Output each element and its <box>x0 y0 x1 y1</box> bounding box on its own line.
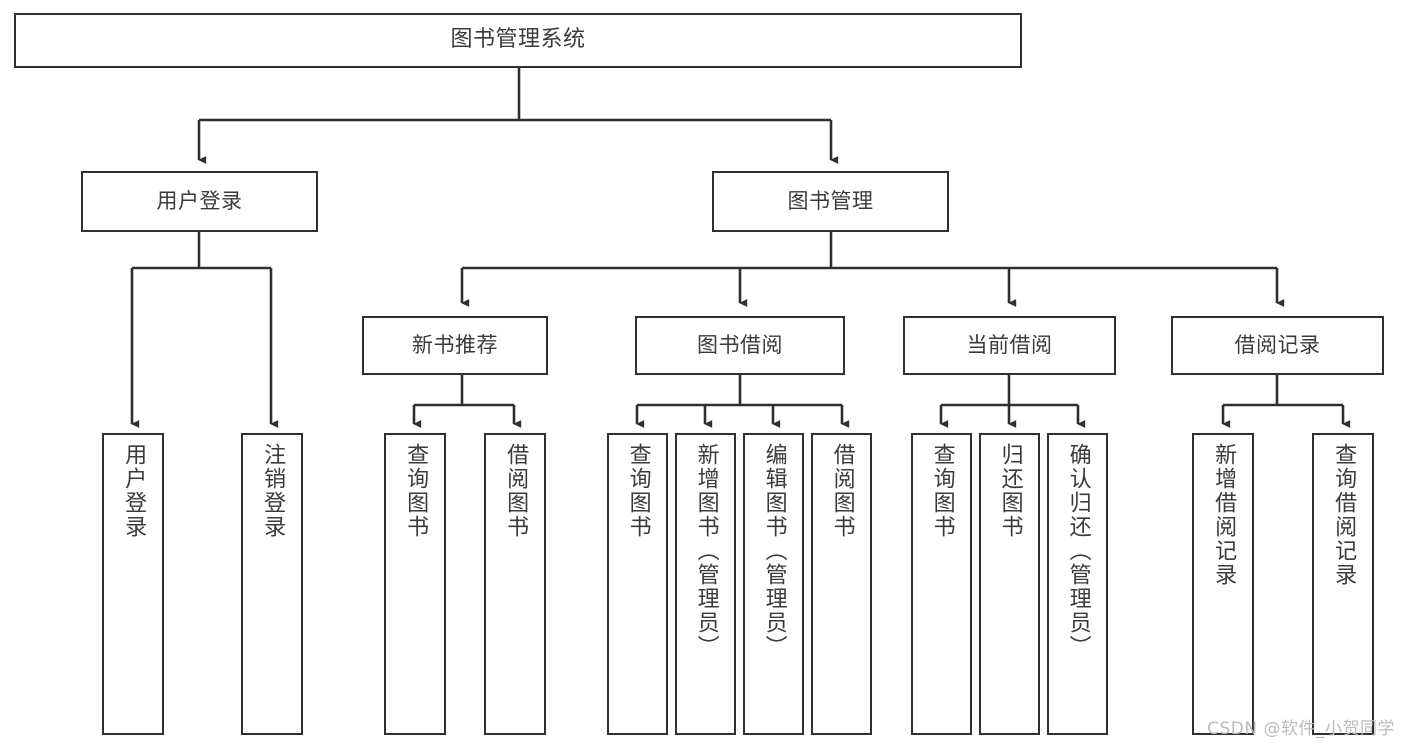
leaf-newbook-query-book[interactable]: 查询图书 <box>384 433 446 735</box>
node-root-label: 图书管理系统 <box>450 27 586 53</box>
node-book-borrow[interactable]: 图书借阅 <box>635 316 845 375</box>
leaf-borrow-edit-book-admin[interactable]: 编辑图书（管理员） <box>743 433 804 735</box>
leaf-current-confirm-return-admin-label: 确认归还（管理员） <box>1065 443 1091 659</box>
leaf-borrow-query-book[interactable]: 查询图书 <box>607 433 668 735</box>
node-root-system[interactable]: 图书管理系统 <box>14 13 1022 68</box>
leaf-borrow-edit-book-admin-label: 编辑图书（管理员） <box>761 443 787 659</box>
node-current-borrow-label: 当前借阅 <box>966 332 1053 357</box>
node-user-login-label: 用户登录 <box>156 188 243 213</box>
leaf-newbook-borrow-book[interactable]: 借阅图书 <box>484 433 546 735</box>
leaf-current-confirm-return-admin[interactable]: 确认归还（管理员） <box>1047 433 1108 735</box>
leaf-newbook-query-book-label: 查询图书 <box>403 443 429 539</box>
leaf-current-return-book-label: 归还图书 <box>997 443 1023 539</box>
leaf-borrow-borrow-book[interactable]: 借阅图书 <box>811 433 872 735</box>
node-current-borrow[interactable]: 当前借阅 <box>903 316 1116 375</box>
leaf-borrow-add-book-admin[interactable]: 新增图书（管理员） <box>675 433 736 735</box>
leaf-borrow-query-book-label: 查询图书 <box>625 443 651 539</box>
leaf-records-query-record[interactable]: 查询借阅记录 <box>1312 433 1374 735</box>
node-book-borrow-label: 图书借阅 <box>697 332 783 357</box>
leaf-borrow-add-book-admin-label: 新增图书（管理员） <box>693 443 719 659</box>
leaf-user-login[interactable]: 用户登录 <box>102 433 164 735</box>
leaf-current-return-book[interactable]: 归还图书 <box>979 433 1040 735</box>
leaf-newbook-borrow-book-label: 借阅图书 <box>503 443 529 539</box>
leaf-logout-label: 注销登录 <box>260 443 286 539</box>
node-book-management-label: 图书管理 <box>787 188 874 213</box>
leaf-logout[interactable]: 注销登录 <box>241 433 303 735</box>
node-borrow-records-label: 借阅记录 <box>1234 332 1321 357</box>
watermark-text: CSDN @软件_小贺同学 <box>1207 719 1395 739</box>
leaf-user-login-label: 用户登录 <box>121 443 147 539</box>
node-borrow-records[interactable]: 借阅记录 <box>1171 316 1384 375</box>
node-user-login[interactable]: 用户登录 <box>81 171 318 232</box>
leaf-records-query-record-label: 查询借阅记录 <box>1331 443 1357 587</box>
leaf-records-add-record-label: 新增借阅记录 <box>1211 443 1237 587</box>
leaf-current-query-book-label: 查询图书 <box>929 443 955 539</box>
node-book-management[interactable]: 图书管理 <box>712 171 949 232</box>
node-new-book-recommend-label: 新书推荐 <box>412 332 498 357</box>
node-new-book-recommend[interactable]: 新书推荐 <box>362 316 548 375</box>
leaf-borrow-borrow-book-label: 借阅图书 <box>829 443 855 539</box>
leaf-current-query-book[interactable]: 查询图书 <box>911 433 972 735</box>
leaf-records-add-record[interactable]: 新增借阅记录 <box>1192 433 1254 735</box>
